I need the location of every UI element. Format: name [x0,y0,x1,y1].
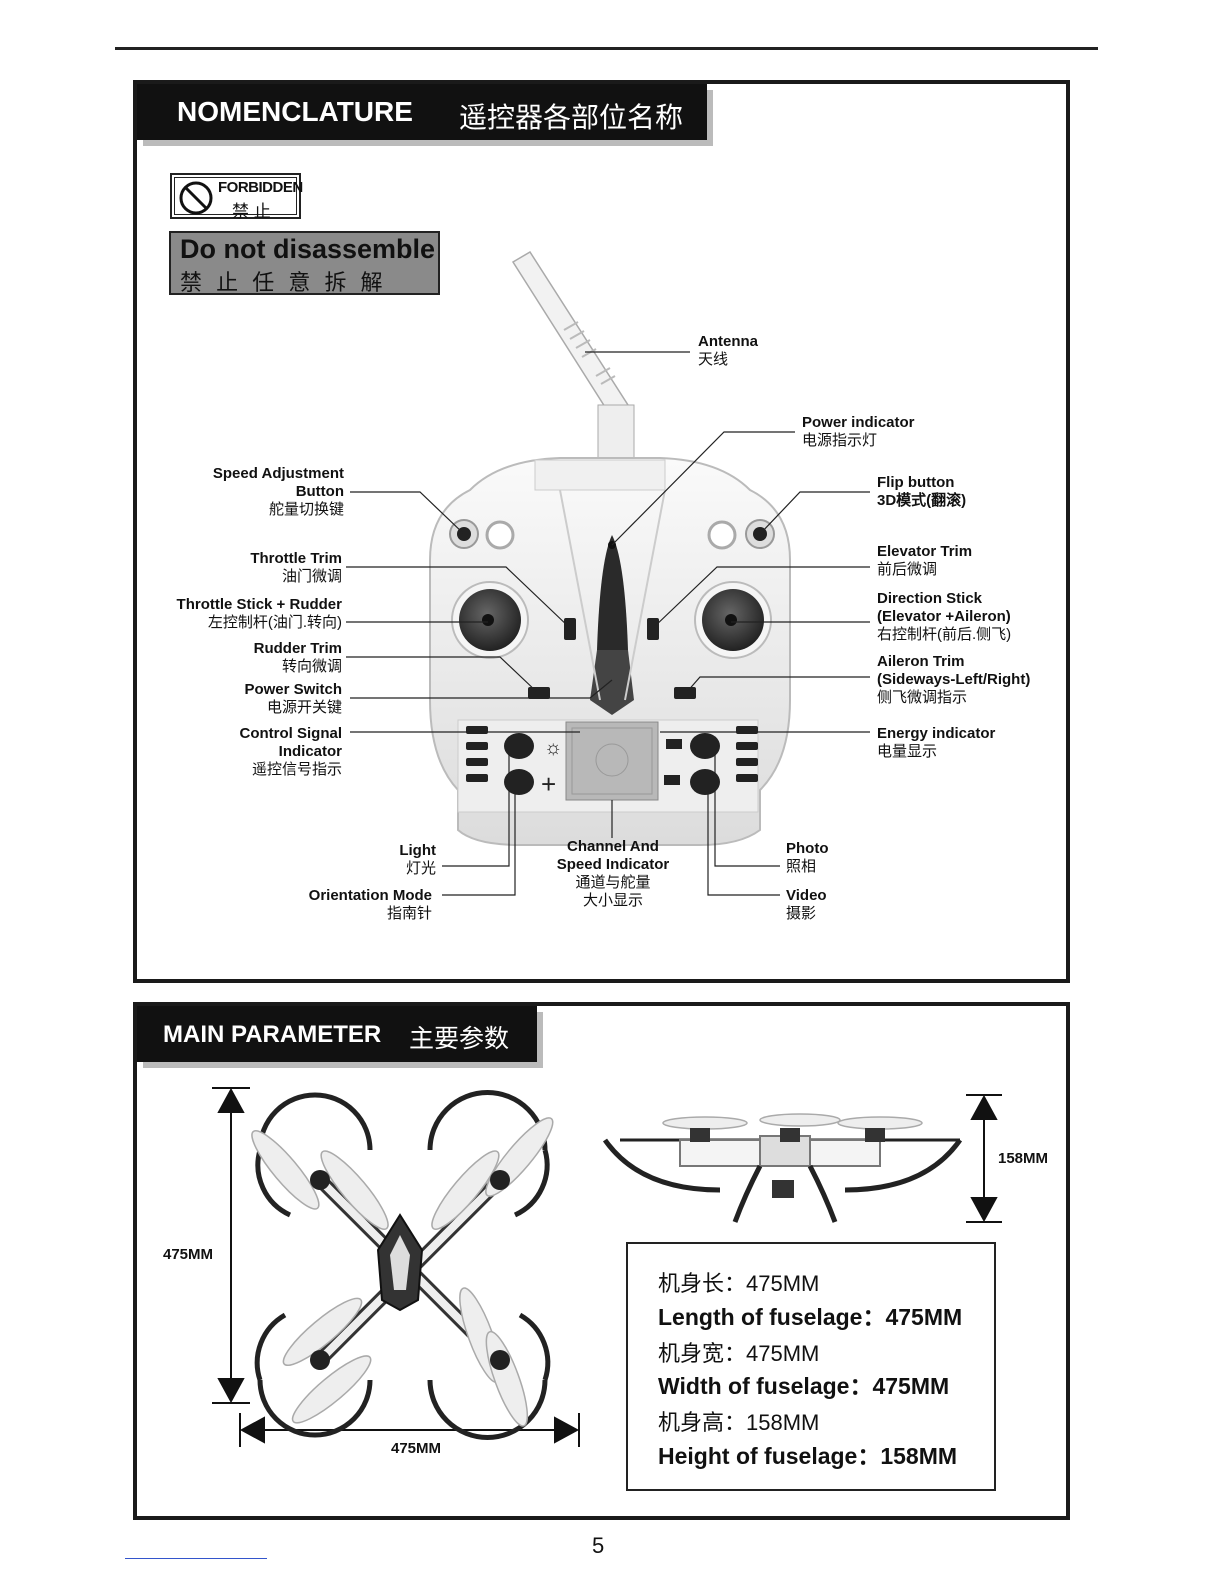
dimension-side-label: 158MM [998,1150,1048,1167]
dimension-height-label: 475MM [163,1246,213,1263]
spec-height-en: Height of fuselage：158MM [658,1437,957,1471]
footer-rule [125,1558,267,1559]
page-number: 5 [592,1533,604,1559]
dimension-width-label: 475MM [391,1440,441,1457]
drone-top-view [244,1093,561,1438]
spec-width-en: Width of fuselage：475MM [658,1367,949,1401]
spec-length-cn: 机身长：475MM [658,1266,819,1298]
dimension-side-arrow [966,1095,1002,1222]
spec-length-en: Length of fuselage：475MM [658,1298,962,1332]
spec-width-cn: 机身宽：475MM [658,1336,819,1368]
drone-side-view [605,1114,960,1222]
spec-height-cn: 机身高：158MM [658,1405,819,1437]
dimension-height-arrow [212,1088,250,1403]
specs-box: 机身长：475MM Length of fuselage：475MM 机身宽：4… [626,1242,996,1491]
